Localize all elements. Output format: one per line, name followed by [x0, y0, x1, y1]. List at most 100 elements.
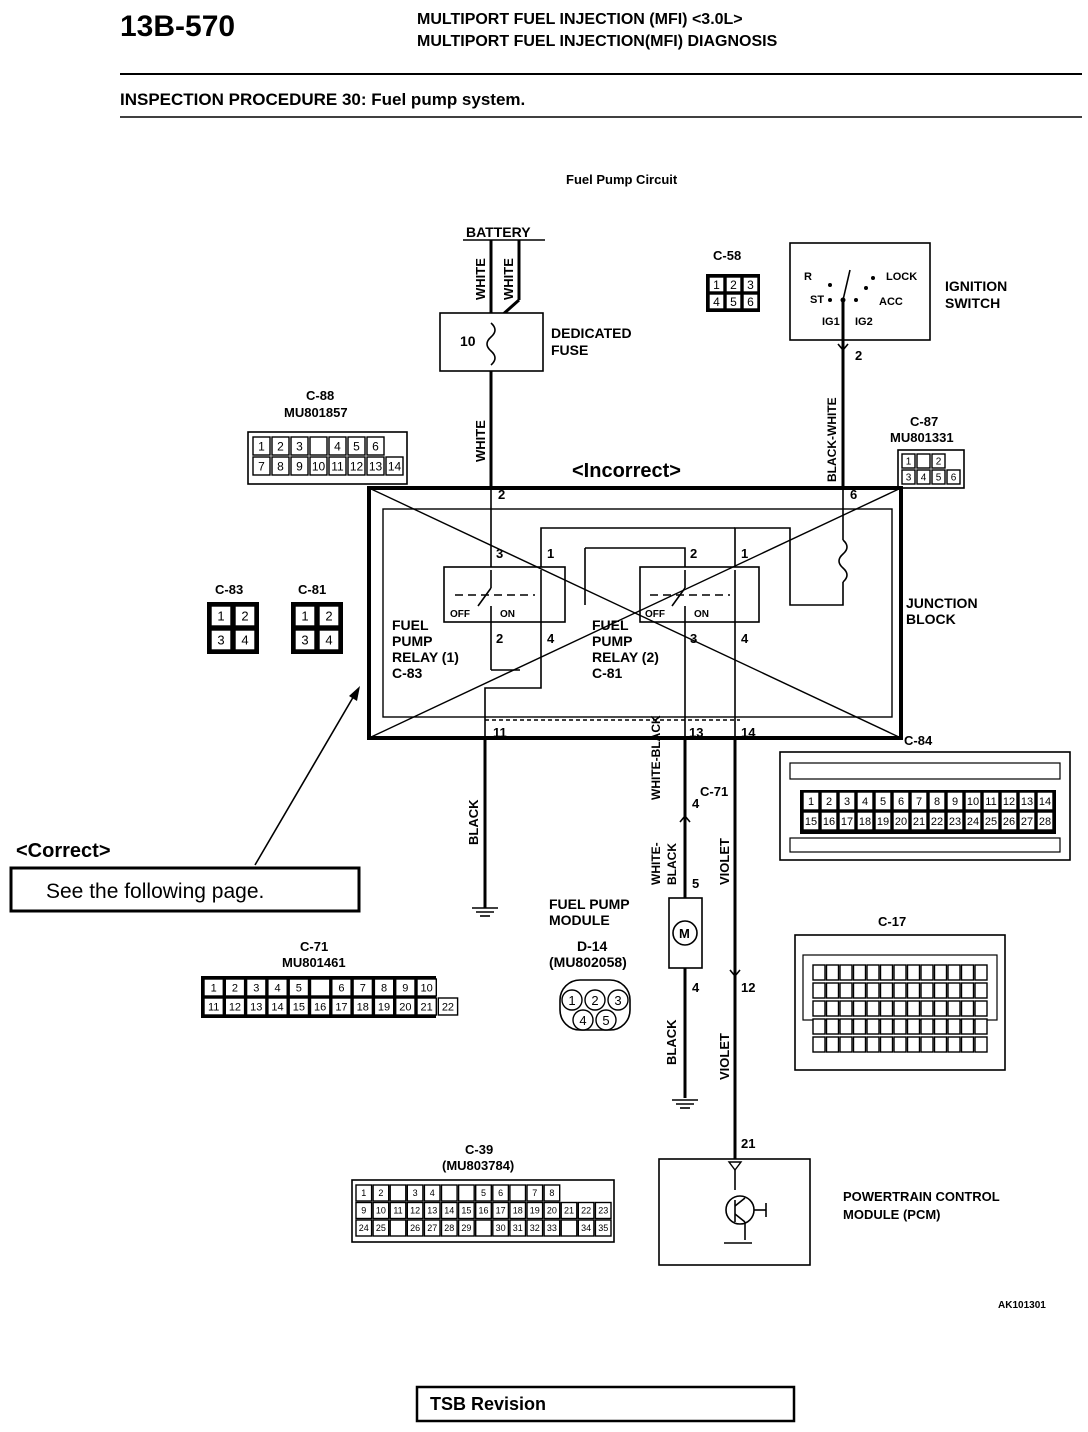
connector-pin-number: 13 [250, 1001, 262, 1013]
connector-pin-number: 7 [532, 1188, 537, 1198]
connector-pin-number: 19 [530, 1206, 540, 1216]
wire-label-white-2: WHITE [501, 258, 516, 300]
connector-pin-cell [352, 978, 374, 997]
connector-pin-cell [457, 1219, 475, 1237]
connector-pin-cell [960, 1000, 975, 1017]
connector-pin-cell [960, 964, 975, 981]
connector-pin-cell [406, 1219, 424, 1237]
connector-pin-number: 18 [859, 816, 871, 828]
connector-pin-cell [964, 811, 982, 831]
connector-pin-cell [366, 456, 385, 476]
connector-pin-number: 12 [1003, 796, 1015, 808]
connector-pin-cell [947, 1018, 961, 1035]
connector-pin-number: 6 [898, 796, 904, 808]
connector-pin-cell [594, 1201, 612, 1220]
connector-pin-number: 27 [427, 1223, 437, 1233]
connector-pin-cell [543, 1219, 561, 1237]
ign-pos-ig2: IG2 [855, 316, 873, 328]
connector-pin-cell [440, 1184, 458, 1202]
wire-label-white-black-1: WHITE-BLACK [649, 715, 663, 800]
connector-pin-number: 4 [862, 796, 868, 808]
connector-pin-number: 11 [393, 1206, 402, 1216]
connector-pin-number: 35 [598, 1223, 608, 1233]
relay2-pin2: 2 [690, 546, 697, 561]
connector-pin-cell [974, 1036, 988, 1053]
connector-pin-number: 3 [296, 439, 303, 453]
connector-pin-cell [440, 1201, 458, 1220]
connector-pin-cell [560, 1201, 578, 1220]
connector-pin-cell [708, 293, 725, 310]
connector-pin-number: 32 [530, 1223, 540, 1233]
connector-pin-cell [309, 978, 331, 997]
connector-pin-cell [856, 791, 874, 811]
connector-pin-cell [355, 1201, 373, 1220]
connector-pin-cell [290, 436, 309, 456]
connector-pin-cell [437, 997, 459, 1016]
relay1-pin4: 4 [547, 631, 555, 646]
ign-pos-lock: LOCK [886, 271, 917, 283]
connector-pin-cell [406, 1201, 424, 1220]
connector-pin-number: 6 [372, 439, 379, 453]
relay1-label-4: C-83 [392, 665, 423, 681]
relay2-pin4: 4 [741, 631, 749, 646]
header-title-1: MULTIPORT FUEL INJECTION (MFI) <3.0L> [417, 11, 743, 28]
connector-pin-cell [852, 982, 867, 999]
connector-pin-number: 25 [376, 1223, 386, 1233]
connector-pin-cell [946, 811, 964, 831]
connector-pin-cell [866, 1018, 880, 1035]
connector-pin-cell [866, 1036, 880, 1053]
connector-pin-cell [825, 1018, 840, 1035]
connector-pin-cell [901, 469, 916, 485]
connector-pin-cell [372, 1201, 390, 1220]
connector-pin-cell [825, 982, 840, 999]
connector-pin-number: 16 [314, 1001, 326, 1013]
relay2-off: OFF [645, 609, 665, 620]
connector-pin-cell [331, 978, 352, 997]
connector-pin-number: 3 [413, 1188, 418, 1198]
connector-pin-cell [852, 964, 867, 981]
connector-pin-cell [812, 982, 826, 999]
connector-pin-number: 9 [361, 1206, 366, 1216]
connector-pin-cell [577, 1219, 595, 1237]
connector-pin-number: 16 [478, 1206, 488, 1216]
ign-pos-acc: ACC [879, 296, 903, 308]
ignition-label-1: IGNITION [945, 278, 1007, 294]
connector-pin-cell [879, 982, 894, 999]
connector-pin-cell [203, 978, 224, 997]
connector-pin-cell [920, 982, 934, 999]
relay2-label-4: C-81 [592, 665, 623, 681]
connector-pin-number: 19 [378, 1001, 390, 1013]
ignition-label-2: SWITCH [945, 295, 1000, 311]
connector-pin-number: 4 [713, 295, 720, 309]
pcm-module: POWERTRAIN CONTROL MODULE (PCM) [658, 1158, 1000, 1266]
connector-pin-number: 1 [211, 982, 217, 994]
relay2-on: ON [694, 609, 709, 620]
connector-pin-cell [960, 982, 975, 999]
relay1-label-3: RELAY (1) [392, 649, 459, 665]
connector-pin-cell [416, 978, 437, 997]
connector-pin-cell [931, 469, 946, 485]
ignition-switch: R ST IG1 IG2 ACC LOCK IGNITION SWITCH [789, 242, 1007, 341]
wire-label-violet-1: VIOLET [717, 838, 732, 885]
connector-pin-cell [906, 1000, 921, 1017]
connector-pin-cell [373, 997, 395, 1016]
connector-pin-cell [920, 1000, 934, 1017]
connector-pin-number: 2 [826, 796, 832, 808]
connector-pin-number: 24 [967, 816, 979, 828]
connector-pin-cell [906, 1036, 921, 1053]
connector-pin-number: 13 [1021, 796, 1033, 808]
connector-pin-cell [328, 456, 347, 476]
connector-pin-number: 2 [277, 439, 284, 453]
connector-pin-number: 1 [361, 1188, 366, 1198]
relay2-pin1: 1 [741, 546, 748, 561]
connector-pin-number: 4 [921, 473, 927, 484]
connector-pin-cell [742, 293, 759, 310]
connector-pin-number: 2 [241, 609, 248, 624]
connector-pin-cell [928, 791, 946, 811]
pump-label-4: (MU802058) [549, 954, 627, 970]
connector-pin-cell [820, 791, 838, 811]
connector-pin-cell [1000, 791, 1018, 811]
connector-pin-cell [389, 1201, 407, 1220]
